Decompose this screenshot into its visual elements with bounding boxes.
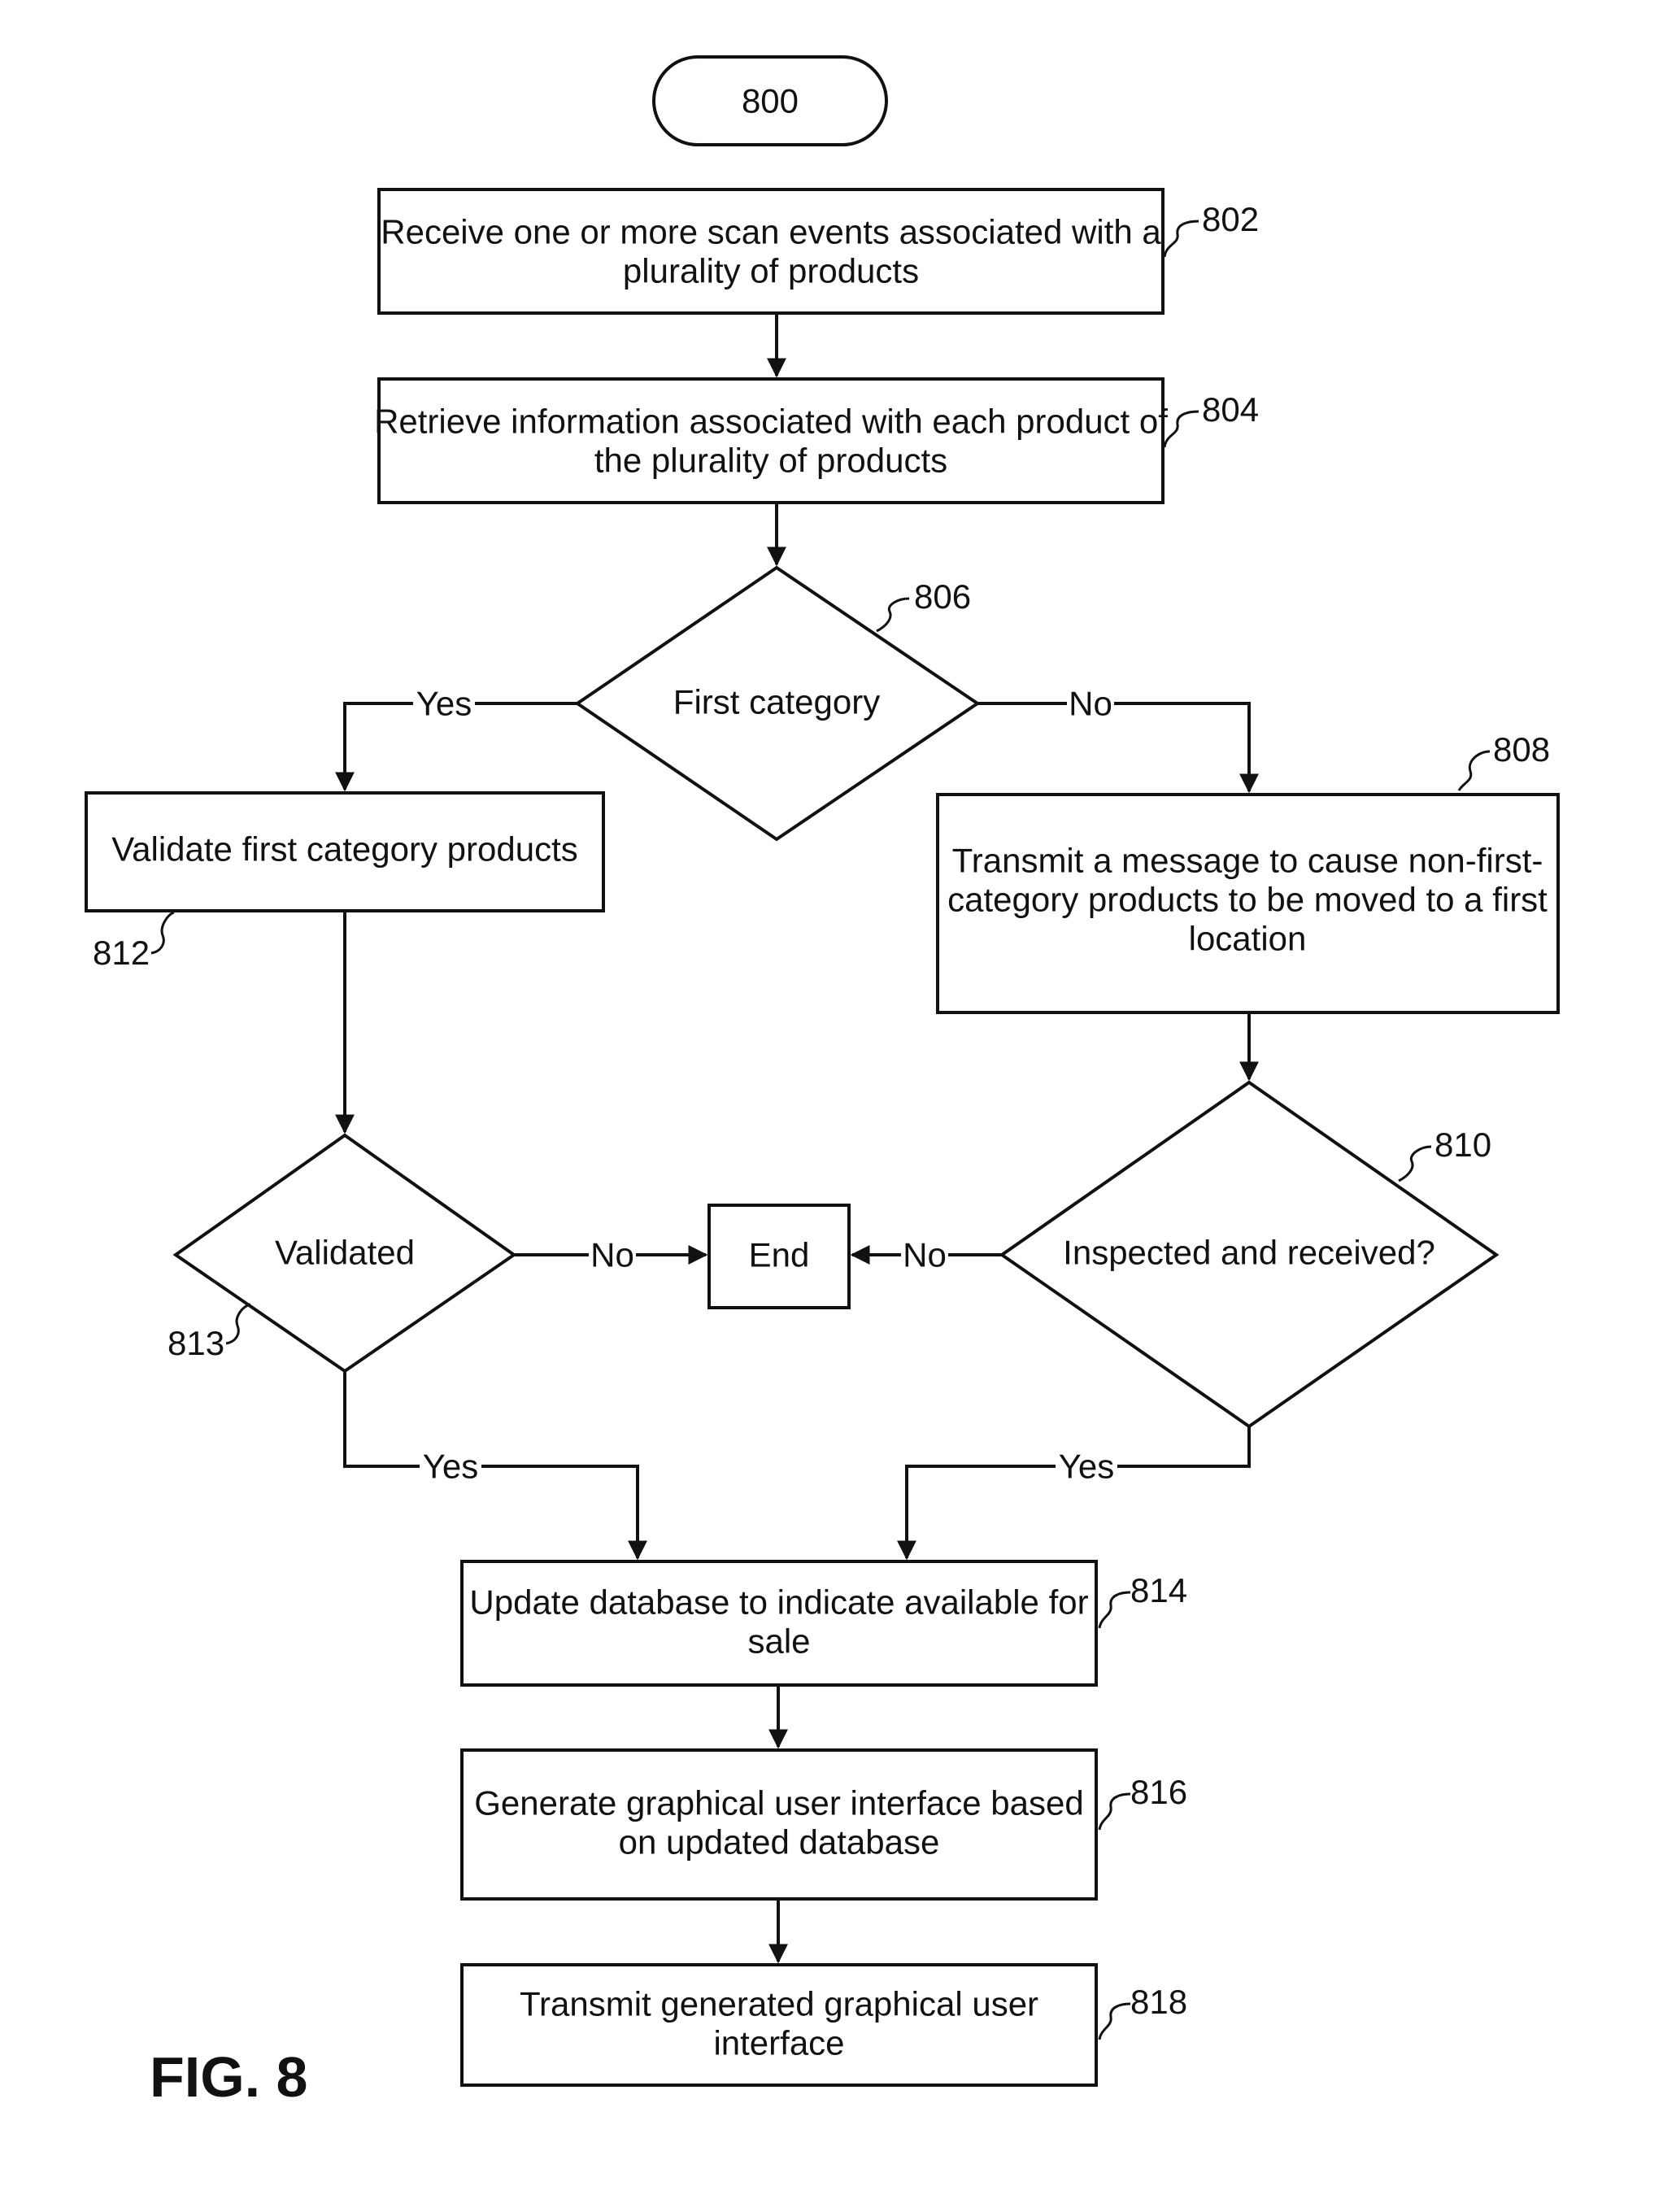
node-806-text: First category (673, 683, 880, 721)
process-box-814 (460, 1560, 1098, 1687)
n802-line-0: Receive one or more scan events associat… (381, 213, 1161, 251)
node-814: Update database to indicate available fo… (460, 1560, 1098, 1687)
ref-label-813: 813 (168, 1324, 224, 1362)
n816-line-0: Generate graphical user interface based (474, 1784, 1083, 1822)
n813-line-0: Validated (275, 1234, 415, 1272)
edge-label-810-no: No (903, 1236, 947, 1274)
node-810-text: Inspected and received? (1063, 1234, 1435, 1272)
leader-808 (1457, 750, 1491, 791)
node-800: 800 (652, 55, 888, 146)
n818-line-0: Transmit generated graphical user (520, 1985, 1038, 2023)
n804-line-0: Retrieve information associated with eac… (374, 403, 1168, 441)
n812-line-0: Validate first category products (111, 830, 578, 869)
n814-line-1: sale (747, 1622, 810, 1661)
n808-line-0: Transmit a message to cause non-first- (952, 842, 1543, 880)
leader-814 (1098, 1591, 1131, 1629)
edge-label-813-no: No (590, 1236, 634, 1274)
node-800-text: 800 (742, 82, 799, 120)
ref-label-806: 806 (914, 577, 971, 616)
leader-816 (1098, 1792, 1131, 1831)
node-813-text: Validated (275, 1234, 415, 1272)
node-804: Retrieve information associated with eac… (374, 377, 1168, 504)
ref-label-816: 816 (1130, 1773, 1187, 1811)
decision-diamond-806 (574, 565, 981, 842)
end-line-0: End (749, 1236, 810, 1274)
leader-802 (1163, 220, 1199, 258)
leader-806 (876, 597, 910, 633)
arrow-813-yes-to-814 (343, 1371, 647, 1561)
n810-line-0: Inspected and received? (1063, 1234, 1435, 1272)
edge-label-813-yes: Yes (423, 1448, 479, 1486)
node-812: Validate first category products (85, 791, 605, 912)
ref-label-812: 812 (93, 934, 150, 972)
n818-line-1: interface (713, 2024, 844, 2062)
n814-line-0: Update database to indicate available fo… (469, 1583, 1088, 1622)
arrow-806-yes-to-812 (335, 702, 577, 792)
start-terminal (652, 55, 888, 146)
ref-label-808: 808 (1493, 730, 1550, 769)
node-808-text: Transmit a message to cause non-first-ca… (947, 842, 1548, 958)
end-box (707, 1204, 851, 1309)
node-810: Inspected and received? (999, 1080, 1500, 1429)
leader-812 (150, 911, 175, 955)
connectors (335, 313, 1259, 1964)
n808-line-1: category products to be moved to a first (947, 881, 1548, 919)
node-804-text: Retrieve information associated with eac… (374, 403, 1168, 480)
process-box-804 (377, 377, 1165, 504)
n802-line-1: plurality of products (623, 252, 919, 290)
process-box-812 (85, 791, 605, 912)
n808-line-2: location (1189, 920, 1307, 958)
node-802: Receive one or more scan events associat… (377, 188, 1165, 315)
decision-diamond-810 (999, 1080, 1500, 1429)
leader-810 (1398, 1145, 1432, 1182)
reference-numbers: 802 804 806 808 810 812 813 814 816 818 (93, 200, 1550, 2021)
edge-label-810-yes: Yes (1059, 1448, 1115, 1486)
ref-label-818: 818 (1130, 1983, 1187, 2021)
node-802-text: Receive one or more scan events associat… (381, 213, 1161, 290)
ref-label-802: 802 (1202, 200, 1259, 238)
leader-818 (1098, 2002, 1131, 2040)
node-808: Transmit a message to cause non-first-ca… (936, 793, 1560, 1014)
process-box-818 (460, 1963, 1098, 2087)
process-box-808 (936, 793, 1560, 1014)
n816-line-1: on updated database (619, 1823, 940, 1861)
decision-diamond-813 (172, 1133, 517, 1374)
ref-label-810: 810 (1434, 1126, 1491, 1164)
edge-label-806-no: No (1069, 685, 1112, 723)
node-813: Validated (172, 1133, 517, 1374)
n804-line-1: the plurality of products (594, 442, 947, 480)
process-box-816 (460, 1748, 1098, 1901)
edge-label-806-yes: Yes (416, 685, 472, 723)
edge-labels: Yes No No No Yes Yes (413, 683, 1117, 1487)
node-812-text: Validate first category products (111, 830, 578, 869)
ref-label-814: 814 (1130, 1571, 1187, 1609)
reference-leaders (150, 220, 1491, 2040)
leader-813 (225, 1303, 251, 1345)
n806-line-0: First category (673, 683, 880, 721)
n800-line-0: 800 (742, 82, 799, 120)
node-end: End (707, 1204, 851, 1309)
ref-label-804: 804 (1202, 390, 1259, 429)
leader-804 (1163, 410, 1199, 448)
figure-label: FIG. 8 (150, 2045, 307, 2109)
end-text: End (749, 1236, 810, 1274)
process-box-802 (377, 188, 1165, 315)
node-806: First category (574, 565, 981, 842)
node-814-text: Update database to indicate available fo… (469, 1583, 1088, 1661)
